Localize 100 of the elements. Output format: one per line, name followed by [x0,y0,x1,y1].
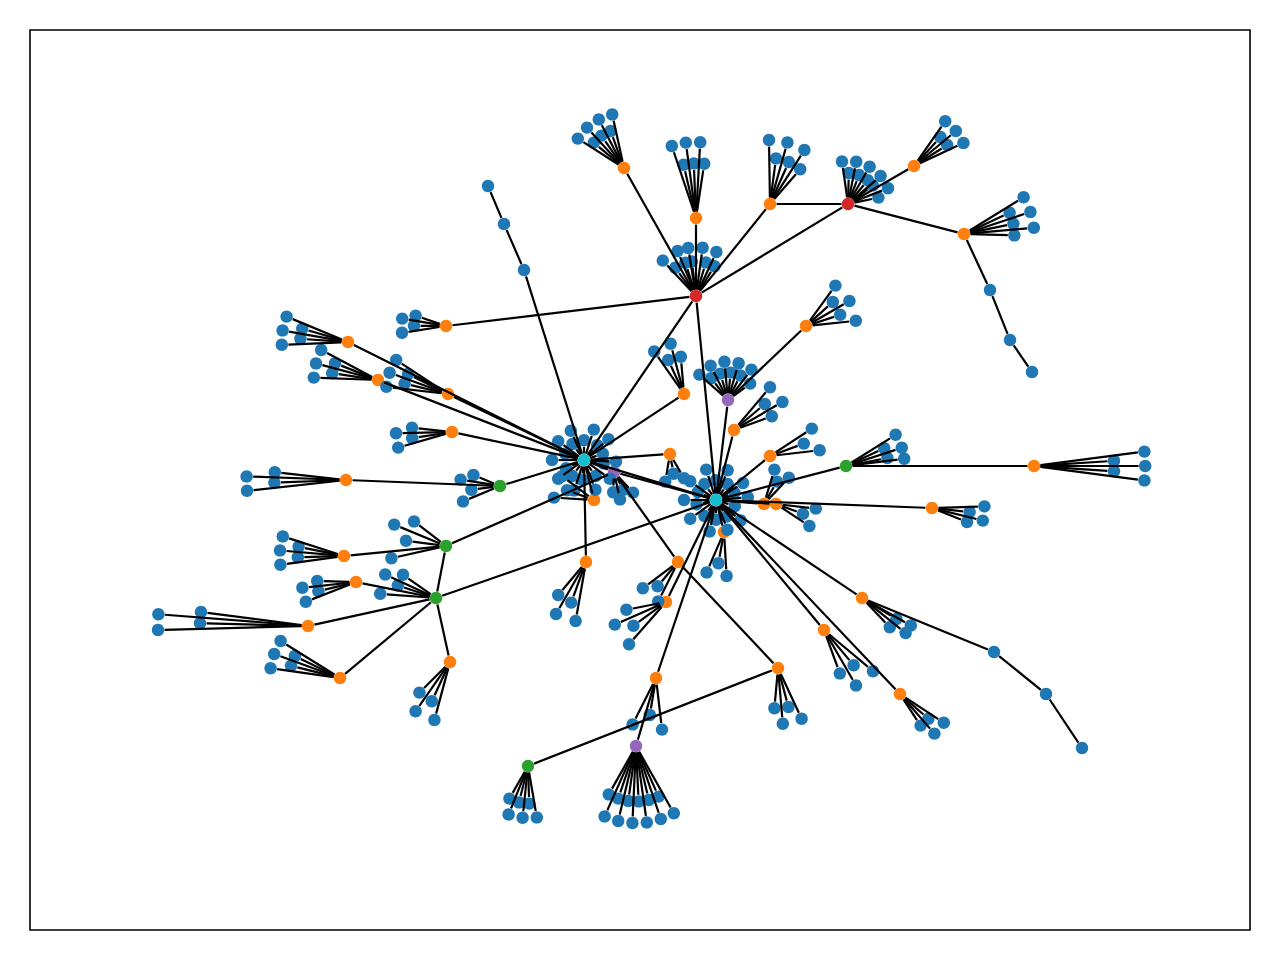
edge-line [524,275,584,455]
edge-line [612,478,615,486]
edge-line [671,349,684,388]
edge-line [701,206,843,294]
edge-line [780,506,805,524]
edge-line [767,481,786,500]
edge-line [458,432,578,460]
edge-line [721,494,729,499]
edge-line [408,325,440,333]
edge-line [716,506,724,526]
edge-line [904,696,939,721]
edge-line [681,566,775,664]
edge-line [308,329,342,342]
edge-line [637,751,657,792]
edge-line [728,369,738,394]
edge-line [670,460,674,468]
edge-line [730,380,739,395]
edge-line [304,547,338,556]
edge-line [849,180,858,199]
edge-line [510,771,527,809]
edge-line [575,448,582,456]
edge-line [616,477,622,485]
edge-line [694,503,712,516]
edge-line [575,465,584,485]
edge-line [810,305,829,323]
edge-line [288,537,339,556]
edge-line [732,329,802,397]
edge-line [390,576,431,597]
edge-line [672,459,682,474]
edge-line [969,214,1005,233]
edge-line [709,506,716,526]
edge-line [636,684,656,740]
edge-line [717,505,727,525]
edge-line [477,485,494,491]
edge-line [697,257,715,291]
edge-line [436,552,446,592]
edge-line [773,674,779,702]
edge-line [253,479,340,492]
edge-line [680,363,685,388]
edge-line [715,406,729,494]
edge-line [344,601,432,675]
edge-line [769,164,777,198]
edge-line [582,446,586,454]
edge-line [572,567,585,597]
edge-line [533,669,773,765]
edge-line [827,634,851,661]
edge-line [638,605,662,623]
edge-line [566,479,590,497]
edge-line [852,188,869,201]
edge-line [688,254,697,290]
edge-line [311,583,351,601]
edge-line [352,479,494,487]
edge-line [850,171,868,199]
edge-line [489,191,503,219]
edge-line [285,643,335,676]
edge-line [852,179,877,201]
edge-line [418,524,442,543]
edge-line [590,460,598,464]
edge-line [519,772,528,797]
edge-line [717,475,727,495]
edge-line [588,442,605,457]
edge-line [918,134,952,163]
edge-line [702,500,710,504]
edge-line [628,752,637,795]
edge-line [583,466,587,556]
edge-line [402,431,446,435]
edge-line [418,427,446,433]
edge-line [636,752,649,794]
edge-line [611,751,634,790]
edge-line [253,475,340,481]
edge-line [737,391,767,426]
edge-line [288,341,342,346]
edge-line [938,507,964,513]
edge-line [386,593,430,599]
edge-line [404,432,446,447]
edge-line [612,120,624,162]
edge-line [452,295,690,327]
edge-line [297,666,334,678]
edge-line [314,598,430,626]
edge-line [632,606,663,640]
edge-line [280,479,340,484]
edge-line [916,126,943,162]
edge-line [560,496,588,501]
edge-line [853,189,883,203]
edge-line [719,488,725,496]
edge-line [854,197,873,204]
edge-line [809,290,833,322]
edge-line [451,473,609,545]
edge-line [772,155,802,200]
edge-line [665,460,670,476]
edge-line [776,449,814,457]
edge-line [811,303,845,324]
edge-line [586,300,694,456]
edge-line [694,484,712,497]
edge-line [703,493,711,499]
edge-line [723,368,729,394]
edge-line [649,684,656,709]
edge-line [395,374,443,393]
edge-line [350,545,440,557]
edge-line [865,602,887,624]
